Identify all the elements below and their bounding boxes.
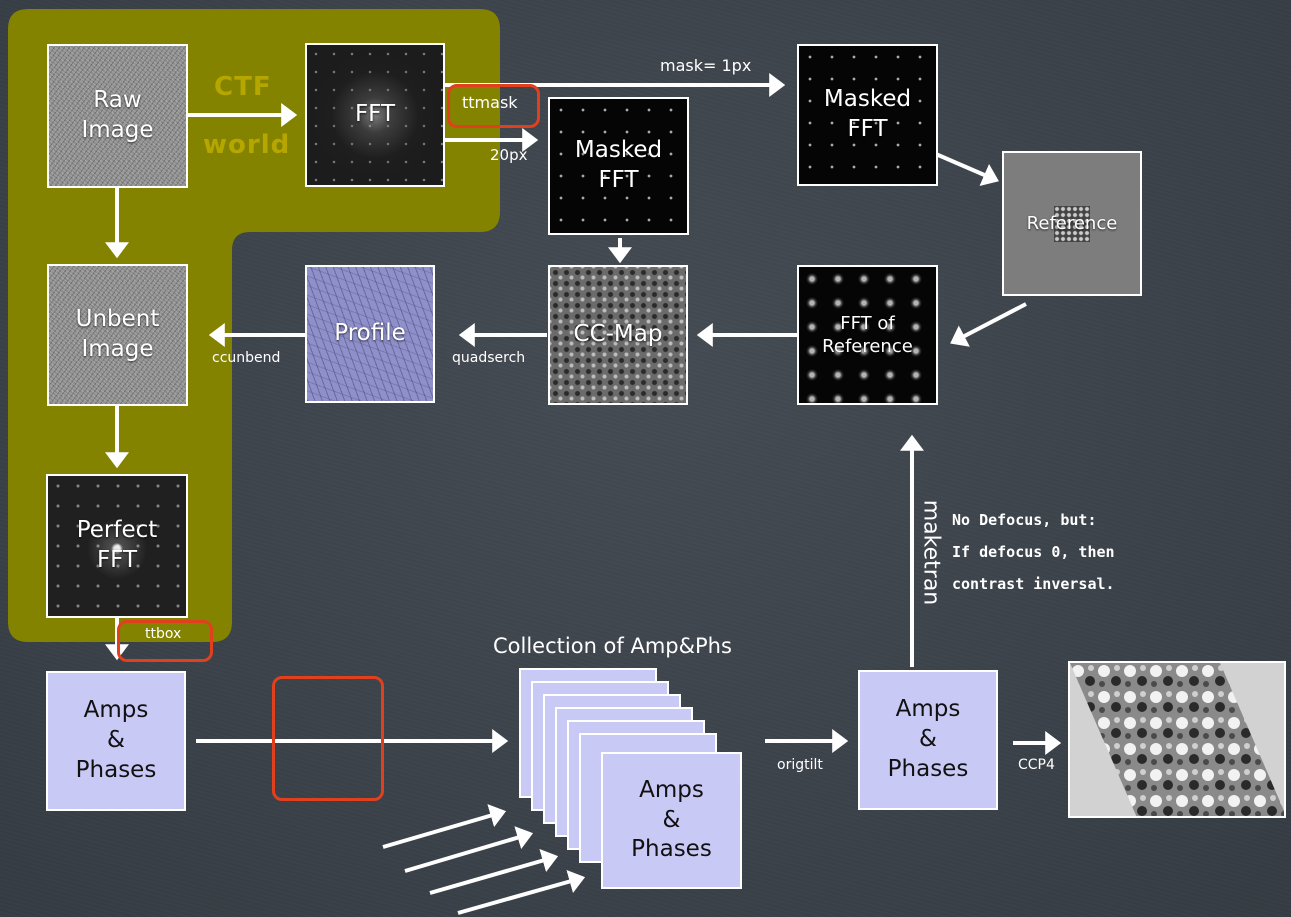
ttmask-label: ttmask [462, 93, 518, 112]
ctf-label: CTF [214, 72, 272, 102]
ttbox-label: ttbox [145, 626, 182, 642]
reference-box: Reference [1002, 151, 1142, 296]
reference-label: Reference [1026, 212, 1118, 234]
fft-of-reference-box: FFT of Reference [797, 265, 938, 405]
fft-of-reference-label: FFT of Reference [822, 312, 913, 357]
arrow-tilt-3 [429, 849, 559, 895]
arrow-tilt-1 [382, 804, 507, 849]
amps-phases-right-label: Amps & Phases [887, 696, 969, 782]
profile-label: Profile [334, 320, 406, 347]
defocus-note-line2: If defocus 0, then [952, 543, 1115, 561]
20px-label: 20px [490, 146, 528, 164]
arrow-tilt-4 [457, 869, 586, 915]
raw-image-box: Raw Image [47, 44, 188, 188]
quadserch-label: quadserch [452, 350, 526, 366]
unbent-image-label: Unbent Image [75, 306, 160, 362]
raw-image-label: Raw Image [81, 87, 154, 143]
defocus-note-line3: contrast inversal. [952, 575, 1115, 593]
amps-phases-left-label: Amps & Phases [75, 697, 157, 783]
collection-label: Collection of Amp&Phs [493, 634, 732, 658]
unbent-image-box: Unbent Image [47, 264, 188, 406]
amps-phases-stack-label: Amps & Phases [631, 776, 712, 863]
amps-phases-stack-front: Amps & Phases [601, 752, 742, 889]
fft-label: FFT [354, 101, 396, 128]
fft-box: FFT [305, 43, 445, 187]
perfect-fft-box: Perfect FFT [46, 474, 188, 618]
amps-phases-right-box: Amps & Phases [858, 670, 998, 810]
maketran-label: maketran [918, 499, 944, 606]
masked-fft-box-b: Masked FFT [548, 97, 689, 235]
ccp4-map-graphic [1070, 663, 1284, 816]
mask-1px-label: mask= 1px [660, 56, 752, 75]
ttbox-highlight [117, 620, 213, 662]
defocus-note-line1: No Defocus, but: [952, 511, 1097, 529]
profile-box: Profile [305, 265, 435, 403]
amps-phases-left-box: Amps & Phases [46, 671, 186, 811]
cc-map-box: CC-Map [548, 265, 688, 405]
ccunbend-label: ccunbend [212, 350, 281, 366]
arrow-tilt-2 [404, 826, 534, 873]
empty-highlight [272, 676, 384, 801]
perfect-fft-label: Perfect FFT [76, 517, 158, 573]
ccp4-label: CCP4 [1018, 757, 1055, 773]
masked-fft-box-a: Masked FFT [797, 44, 938, 186]
reference-motif [1054, 205, 1090, 242]
arrow-reference-to-fft-ref [950, 302, 1027, 347]
defocus-note: No Defocus, but: If defocus 0, then cont… [952, 504, 1115, 600]
world-label: world [203, 130, 291, 160]
masked-fft-a-label: Masked FFT [823, 86, 912, 142]
origtilt-label: origtilt [777, 757, 823, 773]
ttmask-highlight [447, 84, 540, 128]
ccp4-map-image [1068, 661, 1286, 818]
cc-map-label: CC-Map [573, 321, 663, 348]
masked-fft-b-label: Masked FFT [574, 137, 663, 193]
